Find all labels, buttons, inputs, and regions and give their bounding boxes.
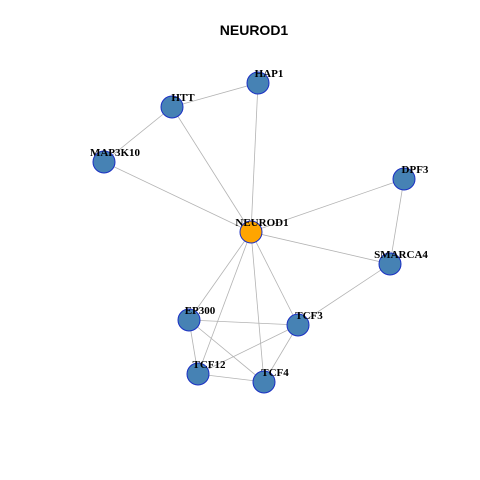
edge-map3k10-neurod1	[103, 161, 252, 233]
node-label-map3k10: MAP3K10	[90, 147, 141, 159]
edge-dpf3-neurod1	[250, 178, 405, 233]
edge-ep300-tcf4	[188, 319, 265, 383]
node-map3k10	[92, 150, 116, 174]
node-tcf4	[252, 370, 276, 394]
node-neurod1	[239, 220, 263, 244]
node-label-dpf3: DPF3	[402, 164, 429, 176]
edge-ep300-tcf3	[188, 319, 299, 326]
edge-neurod1-smarca4	[250, 231, 391, 265]
node-tcf12	[186, 362, 210, 386]
node-label-tcf3: TCF3	[295, 310, 323, 322]
node-label-htt: HTT	[171, 92, 195, 104]
node-label-ep300: EP300	[185, 305, 216, 317]
node-label-tcf12: TCF12	[193, 359, 227, 371]
node-tcf3	[286, 313, 310, 337]
node-label-neurod1: NEUROD1	[235, 217, 288, 229]
edge-htt-neurod1	[171, 106, 252, 233]
edge-neurod1-tcf12	[197, 231, 252, 375]
edge-hap1-neurod1	[250, 82, 259, 233]
node-smarca4	[378, 252, 402, 276]
edge-layer	[103, 82, 405, 383]
edge-hap1-htt	[171, 82, 259, 108]
edge-neurod1-tcf3	[250, 231, 299, 326]
edge-htt-map3k10	[103, 106, 173, 163]
node-hap1	[246, 71, 270, 95]
edge-dpf3-smarca4	[389, 178, 405, 265]
node-layer	[92, 71, 416, 394]
node-label-smarca4: SMARCA4	[374, 249, 428, 261]
edge-tcf3-tcf12	[197, 324, 299, 375]
diagram-title: NEUROD1	[220, 22, 289, 38]
node-ep300	[177, 308, 201, 332]
edge-smarca4-tcf3	[297, 263, 391, 326]
node-dpf3	[392, 167, 416, 191]
node-htt	[160, 95, 184, 119]
edge-neurod1-tcf4	[250, 231, 265, 383]
node-label-tcf4: TCF4	[261, 367, 289, 379]
node-label-hap1: HAP1	[255, 68, 284, 80]
edge-neurod1-ep300	[188, 231, 252, 321]
